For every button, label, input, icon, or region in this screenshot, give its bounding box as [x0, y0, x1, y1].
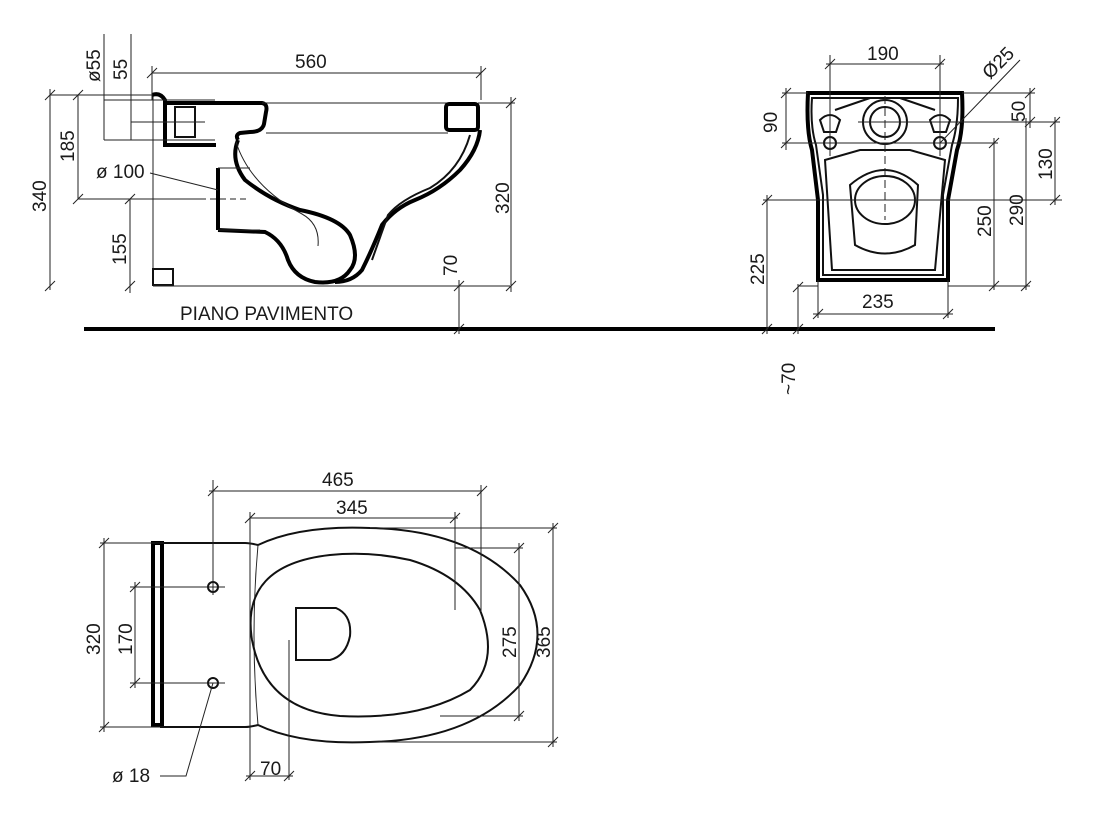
dim-70-side: 70	[441, 255, 462, 276]
side-rim	[165, 101, 269, 142]
dim-approx70: ~70	[779, 363, 800, 395]
top-view: 465 345 320 170 275 365	[84, 470, 559, 787]
dim-185: 185	[58, 130, 79, 162]
dim-190: 190	[867, 44, 899, 65]
top-seat-outer	[249, 552, 489, 718]
top-bowl-opening	[295, 607, 352, 661]
dim-235: 235	[862, 292, 894, 313]
dim-o25: Ø25	[979, 43, 1019, 83]
dim-275: 275	[500, 626, 521, 658]
side-view: 560 ø55 55 340 185 ø 100 155 320	[30, 34, 517, 335]
dim-55: 55	[111, 59, 132, 80]
dim-50: 50	[1009, 101, 1030, 122]
side-bowl	[217, 139, 357, 285]
dim-320-top: 320	[84, 623, 105, 655]
dim-o100: ø 100	[96, 162, 145, 183]
dim-465: 465	[322, 470, 354, 491]
dim-o18: ø 18	[112, 766, 150, 787]
dim-250: 250	[975, 205, 996, 237]
front-view: 190 Ø25 90 50 130 250 290	[748, 43, 1062, 395]
dim-560: 560	[295, 52, 327, 73]
top-outline	[160, 526, 539, 744]
dim-70-top: 70	[260, 759, 281, 780]
dim-320-side: 320	[493, 182, 514, 214]
dim-170: 170	[116, 623, 137, 655]
dim-90: 90	[761, 112, 782, 133]
dim-340: 340	[30, 180, 51, 212]
dim-345: 345	[336, 498, 368, 519]
dim-155: 155	[110, 233, 131, 265]
dim-365: 365	[534, 626, 555, 658]
floor-label: PIANO PAVIMENTO	[180, 304, 353, 325]
dim-o55: ø55	[84, 49, 105, 82]
dim-130: 130	[1036, 148, 1057, 180]
dim-290: 290	[1007, 194, 1028, 226]
dim-225: 225	[748, 253, 769, 285]
